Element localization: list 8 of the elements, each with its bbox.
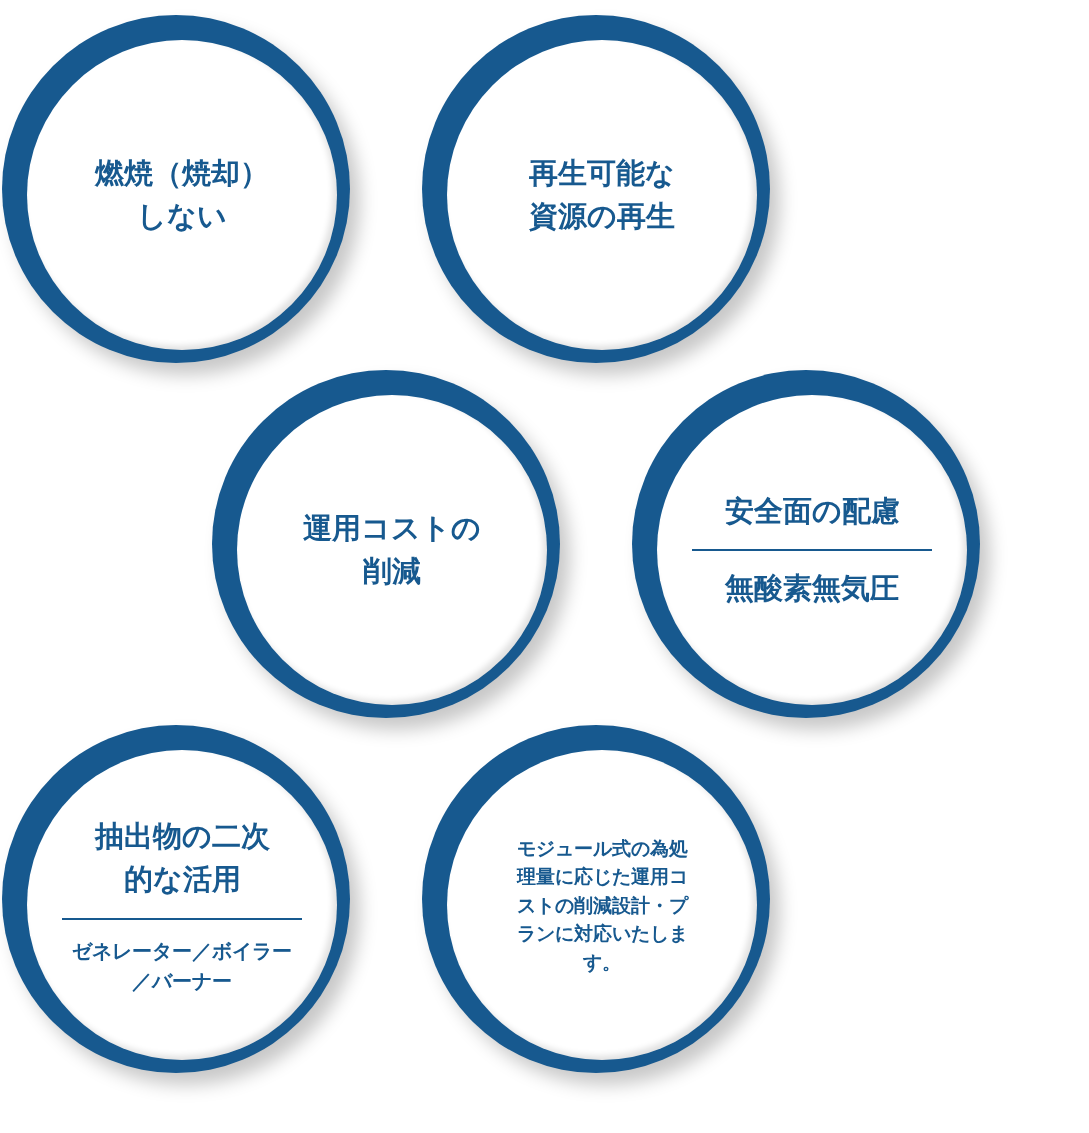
circle-heading: 安全面の配慮: [723, 492, 901, 530]
circle-heading: モジュール式の為処理量に応じた運用コストの削減設計・プランに対応いたします。: [515, 835, 690, 975]
circle-heading: 抽出物の二次的な活用: [93, 817, 271, 898]
circle-heading: 燃焼（焼却）しない: [93, 154, 270, 235]
circle-heading: 再生可能な資源の再生: [528, 154, 676, 235]
circle-subtext: ゼネレーター／ボイラー／バーナー: [71, 937, 293, 995]
circle-heading: 運用コストの削減: [302, 509, 482, 590]
circle-subtext: 無酸素無気圧: [724, 570, 900, 607]
